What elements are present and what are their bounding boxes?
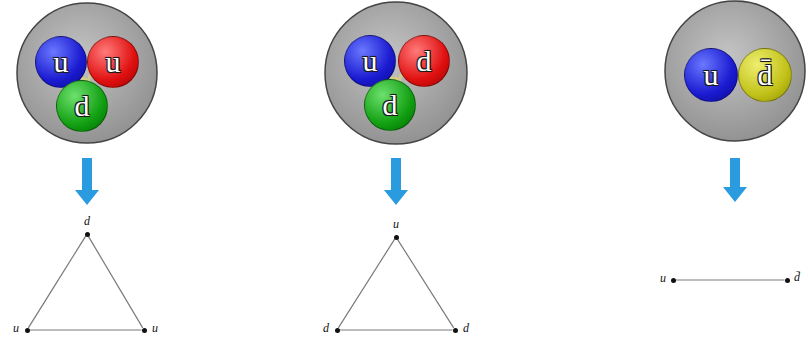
vertex-label: d: [323, 321, 329, 335]
down-arrow: [384, 158, 408, 205]
graph-vertex: u: [671, 278, 676, 283]
vertex-label: d: [463, 321, 469, 335]
pion-sphere: [665, 1, 805, 141]
graph-edge: [676, 279, 785, 280]
quark-label: u: [345, 36, 395, 86]
quark-label: u: [88, 37, 138, 87]
graph-edge: [397, 239, 453, 328]
quark-ball: d̄: [738, 48, 792, 102]
quark-ball: u: [87, 36, 139, 88]
graph-vertex: d̄: [785, 278, 790, 283]
down-arrow: [75, 158, 99, 205]
vertex-label: u: [152, 321, 158, 335]
graph-edge: [338, 239, 394, 328]
quark-label: u: [685, 49, 737, 101]
graph-vertex: u: [394, 235, 399, 240]
down-arrow: [723, 158, 747, 202]
quark-label: d̄: [739, 49, 791, 101]
vertex-label: u: [13, 321, 19, 335]
graph-vertex: d: [335, 328, 340, 333]
graph-vertex: u: [142, 328, 147, 333]
quark-ball: u: [684, 48, 738, 102]
quark-ball: u: [344, 35, 396, 87]
quark-ball: d: [56, 80, 108, 132]
proton-sphere: [17, 3, 157, 143]
graph-vertex: d: [85, 232, 90, 237]
graph-edge: [88, 236, 142, 328]
graph-edge: [28, 236, 85, 328]
vertex-label: u: [660, 271, 666, 285]
quark-ball: d: [364, 79, 416, 131]
quark-label: d: [57, 81, 107, 131]
quark-label: u: [36, 37, 86, 87]
quark-label: d: [399, 36, 449, 86]
quark-label: d: [365, 80, 415, 130]
graph-vertex: u: [25, 328, 30, 333]
quark-ball: d: [398, 35, 450, 87]
vertex-label: d̄: [794, 270, 800, 284]
vertex-label: u: [393, 217, 399, 231]
graph-vertex: d: [453, 328, 458, 333]
graph-edge: [30, 329, 142, 330]
quark-ball: u: [35, 36, 87, 88]
vertex-label: d: [84, 214, 90, 228]
neutron-sphere: [325, 2, 467, 144]
graph-edge: [340, 329, 453, 330]
